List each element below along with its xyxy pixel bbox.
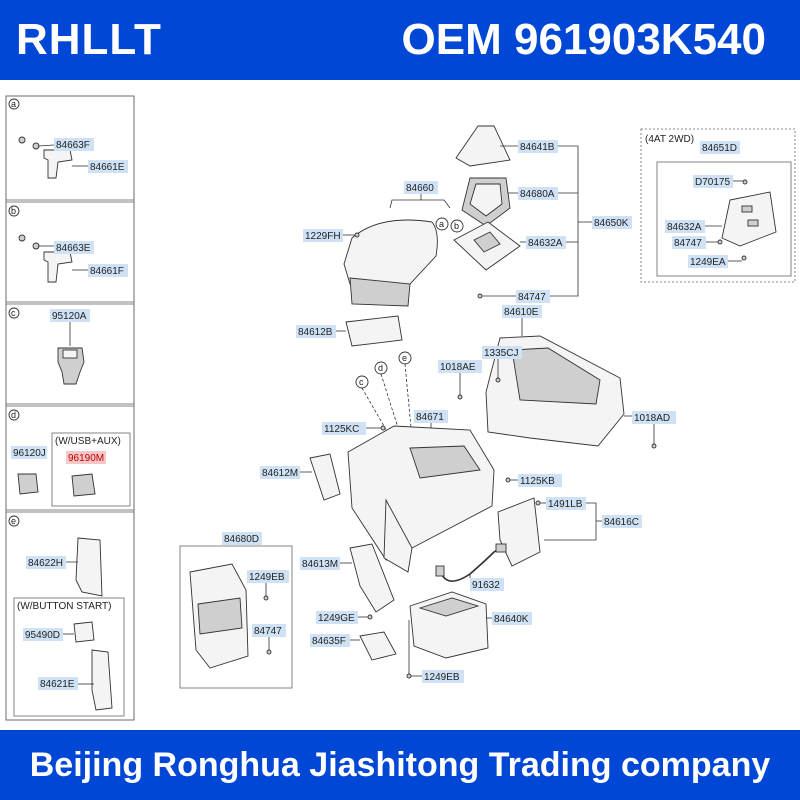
callout-1249EB-lower: 1249EB	[424, 672, 460, 683]
bracket-84613M-drawing	[349, 543, 395, 613]
callout-84641B: 84641B	[520, 142, 555, 153]
bracket-84635F-drawing	[359, 631, 397, 661]
wiring-harness-drawing	[439, 547, 501, 582]
bracket-84661E-drawing	[43, 149, 73, 179]
callout-84632A: 84632A	[528, 238, 563, 249]
inset-part-84747: 84747	[674, 238, 702, 249]
panel-84622H-drawing	[75, 537, 103, 597]
callout-84650K: 84650K	[594, 218, 629, 229]
mat-84612B-drawing	[345, 315, 403, 347]
callout-84612B: 84612B	[298, 327, 333, 338]
variant-note-usb-aux: (W/USB+AUX)	[55, 436, 121, 447]
part-label-84663E: 84663E	[56, 243, 91, 254]
shift-indicator-drawing	[721, 191, 777, 247]
company-name: Beijing Ronghua Jiashitong Trading compa…	[29, 746, 771, 784]
callout-1335CJ: 1335CJ	[484, 348, 518, 359]
jack-96120J-drawing	[17, 473, 39, 495]
panel-84621E-drawing	[91, 649, 113, 711]
section-b: b 84663E 84661F	[5, 201, 135, 303]
part-label-84661F: 84661F	[90, 266, 124, 277]
callout-84616C: 84616C	[604, 517, 639, 528]
part-label-95490D: 95490D	[25, 630, 60, 641]
section-letter-d: d	[11, 410, 16, 420]
callout-84640K: 84640K	[494, 614, 529, 625]
section-letter-a: a	[11, 99, 16, 109]
callout-84612M: 84612M	[262, 468, 298, 479]
switch-95490D-drawing	[73, 621, 95, 643]
main-console-drawing	[347, 425, 495, 561]
oem-part-number: OEM 961903K540	[401, 15, 766, 64]
circle-ref-d: d	[378, 363, 383, 373]
section-e: e 84622H (W/BUTTON START) 95490D 84621E	[5, 511, 135, 721]
bracket-84661F-drawing	[43, 251, 73, 283]
callout-1125KB: 1125KB	[520, 476, 555, 487]
inset-note: (4AT 2WD)	[645, 134, 694, 145]
circle-ref-a: a	[439, 219, 444, 229]
section-c: c 95120A	[5, 303, 135, 405]
callout-84671: 84671	[416, 412, 444, 423]
callout-84680D: 84680D	[224, 534, 259, 545]
callout-84747-lower: 84747	[254, 626, 282, 637]
part-label-84661E: 84661E	[90, 162, 125, 173]
callout-1249EB-upper: 1249EB	[249, 572, 285, 583]
part-label-96190M: 96190M	[68, 453, 104, 464]
part-label-96120J: 96120J	[13, 448, 46, 459]
callout-1018AD: 1018AD	[634, 413, 670, 424]
circle-ref-b: b	[454, 221, 459, 231]
part-label-84621E: 84621E	[40, 679, 75, 690]
part-label-84663F: 84663F	[56, 140, 90, 151]
section-letter-c: c	[11, 308, 16, 318]
inset-part-84632A: 84632A	[667, 222, 702, 233]
section-a: a 84663F 84661E	[5, 95, 135, 201]
shift-boot-drawing	[455, 125, 511, 167]
callout-1018AE: 1018AE	[440, 362, 476, 373]
callout-84660: 84660	[406, 183, 434, 194]
inset-4at-2wd: (4AT 2WD) 84651D D70175 84632A 84747 124…	[640, 128, 796, 283]
part-label-84622H: 84622H	[28, 558, 63, 569]
part-label-95120A: 95120A	[52, 311, 87, 322]
callout-1229FH: 1229FH	[305, 231, 341, 242]
bottom-banner: Beijing Ronghua Jiashitong Trading compa…	[0, 730, 800, 800]
inset-part-1249EA: 1249EA	[690, 257, 726, 268]
parts-diagram: .lbl { fill: #cfe2f5; stroke: none; } .l…	[5, 95, 796, 721]
callout-1125KC: 1125KC	[324, 424, 359, 435]
variant-note-button-start: (W/BUTTON START)	[17, 601, 111, 612]
jack-96190M-drawing	[71, 473, 96, 497]
callout-84747: 84747	[518, 292, 546, 303]
callout-84613M: 84613M	[302, 559, 338, 570]
inset-part-D70175: D70175	[695, 177, 730, 188]
inset-part-84651D: 84651D	[702, 143, 737, 154]
callout-84680A: 84680A	[520, 189, 555, 200]
callout-84635F: 84635F	[312, 636, 346, 647]
side-panel: a 84663F 84661E b 84663E 84661F	[5, 95, 135, 721]
callout-84610E: 84610E	[504, 307, 539, 318]
circle-ref-e: e	[402, 353, 407, 363]
bracket-84616C-drawing	[497, 497, 541, 567]
section-d: d (W/USB+AUX) 96120J 96190M	[5, 405, 135, 511]
circle-ref-c: c	[359, 377, 364, 387]
top-banner: RHLLT OEM 961903K540	[0, 0, 800, 80]
section-letter-e: e	[11, 516, 16, 526]
callout-1491LB: 1491LB	[548, 499, 583, 510]
bracket-84612M-drawing	[309, 453, 341, 501]
armrest-lid-drawing	[343, 219, 438, 285]
brand-name: RHLLT	[16, 15, 162, 64]
section-letter-b: b	[11, 206, 16, 216]
callout-1249GE: 1249GE	[318, 613, 355, 624]
main-diagram: 84641B 84680A 84632A 84747 84650K 84660 …	[179, 125, 676, 689]
callout-91632: 91632	[472, 580, 500, 591]
